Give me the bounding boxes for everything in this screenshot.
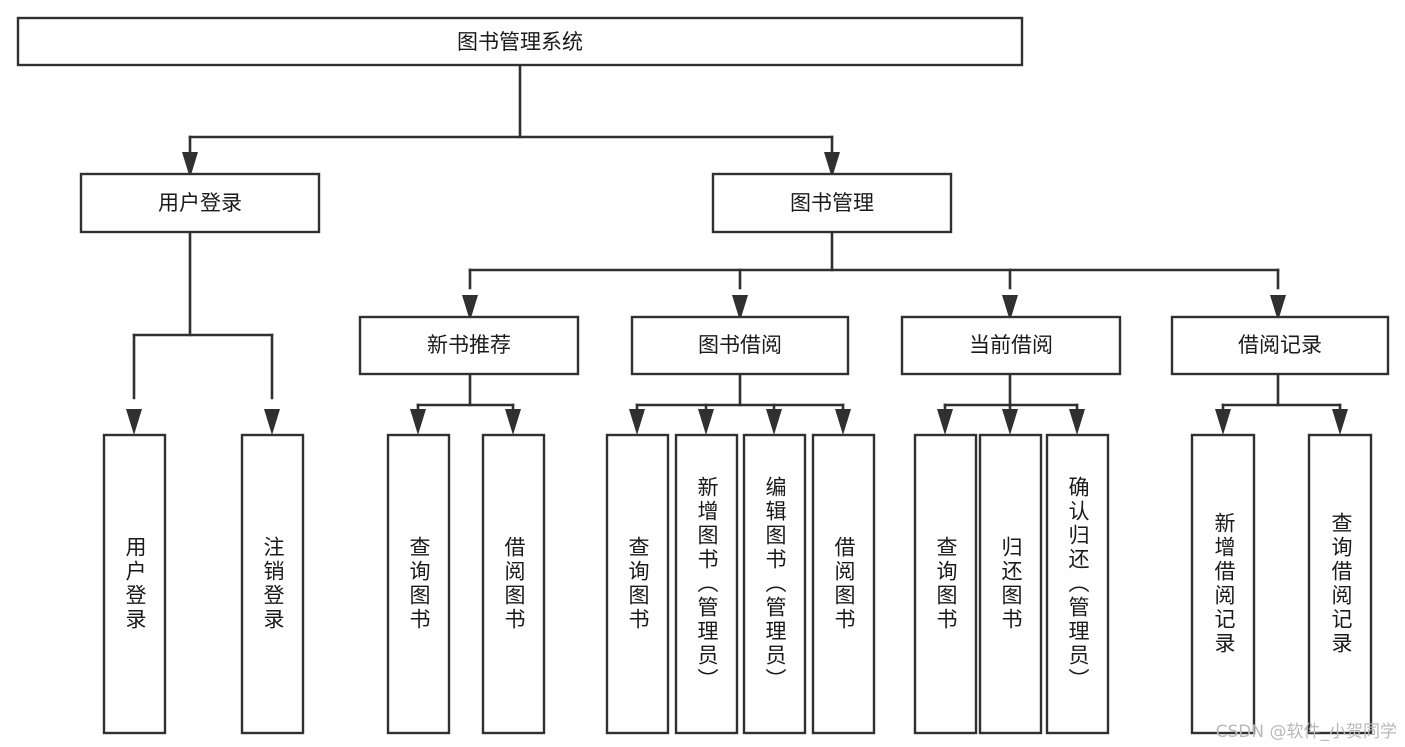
- node-leaf-query-book-3-label: 查询图书: [934, 536, 958, 632]
- node-leaf-logout-box[interactable]: [240, 433, 305, 735]
- node-current-borrow-box[interactable]: [900, 315, 1122, 376]
- node-leaf-borrow-book-1-label: 借阅图书: [502, 536, 526, 632]
- node-leaf-logout-label: 注销登录: [261, 536, 285, 632]
- node-new-book-recommend-label: 新书推荐: [427, 333, 511, 357]
- arrowhead-leaf-return-book: [1002, 409, 1018, 435]
- node-root[interactable]: 图书管理系统: [16, 16, 1024, 67]
- node-leaf-logout[interactable]: 注销登录: [240, 433, 305, 735]
- connector-layer: [126, 63, 1348, 435]
- node-leaf-confirm-return-box[interactable]: [1045, 433, 1110, 735]
- node-leaf-add-book[interactable]: 新增图书（管理员）: [674, 433, 739, 735]
- node-new-book-recommend-box[interactable]: [358, 315, 580, 376]
- node-new-book-recommend[interactable]: 新书推荐: [358, 315, 580, 376]
- node-user-login-box[interactable]: [79, 172, 321, 234]
- node-leaf-query-book-1-box[interactable]: [386, 433, 451, 735]
- node-book-management-label: 图书管理: [790, 191, 874, 215]
- arrowhead-leaf-confirm-return: [1069, 409, 1085, 435]
- node-leaf-borrow-book-2[interactable]: 借阅图书: [811, 433, 876, 735]
- node-root-box[interactable]: [16, 16, 1024, 67]
- arrowhead-leaf-add-record: [1215, 409, 1231, 435]
- node-book-borrow[interactable]: 图书借阅: [630, 315, 850, 376]
- node-leaf-query-book-1[interactable]: 查询图书: [386, 433, 451, 735]
- node-leaf-return-book[interactable]: 归还图书: [978, 433, 1043, 735]
- node-borrow-record[interactable]: 借阅记录: [1170, 315, 1390, 376]
- node-leaf-add-record[interactable]: 新增借阅记录: [1190, 433, 1256, 735]
- arrowhead-leaf-borrow-book-1: [505, 409, 521, 435]
- node-leaf-borrow-book-2-label: 借阅图书: [832, 536, 856, 632]
- node-leaf-borrow-book-1-box[interactable]: [481, 433, 546, 735]
- node-book-borrow-box[interactable]: [630, 315, 850, 376]
- node-leaf-confirm-return[interactable]: 确认归还（管理员）: [1045, 433, 1110, 735]
- node-root-label: 图书管理系统: [457, 30, 583, 54]
- arrowhead-leaf-logout: [264, 409, 280, 435]
- arrowhead-leaf-query-book-3: [937, 409, 953, 435]
- arrowhead-leaf-borrow-book-2: [835, 409, 851, 435]
- node-leaf-confirm-return-label: 确认归还（管理员）: [1066, 476, 1090, 692]
- node-leaf-query-book-2-box[interactable]: [605, 433, 670, 735]
- node-leaf-user-login-box[interactable]: [102, 433, 167, 735]
- node-leaf-query-book-2[interactable]: 查询图书: [605, 433, 670, 735]
- node-book-management-box[interactable]: [711, 172, 953, 234]
- node-leaf-query-book-2-label: 查询图书: [626, 536, 650, 632]
- node-borrow-record-label: 借阅记录: [1238, 333, 1322, 357]
- node-leaf-add-record-box[interactable]: [1190, 433, 1256, 735]
- node-leaf-query-record-label: 查询借阅记录: [1329, 512, 1353, 656]
- node-leaf-add-book-box[interactable]: [674, 433, 739, 735]
- node-leaf-query-book-1-label: 查询图书: [407, 536, 431, 632]
- node-user-login-label: 用户登录: [158, 191, 242, 215]
- node-leaf-borrow-book-1[interactable]: 借阅图书: [481, 433, 546, 735]
- node-book-management[interactable]: 图书管理: [711, 172, 953, 234]
- node-current-borrow[interactable]: 当前借阅: [900, 315, 1122, 376]
- arrowhead-leaf-query-book-1: [410, 409, 426, 435]
- node-leaf-edit-book-box[interactable]: [742, 433, 807, 735]
- node-borrow-record-box[interactable]: [1170, 315, 1390, 376]
- node-current-borrow-label: 当前借阅: [969, 333, 1053, 357]
- node-leaf-query-record-box[interactable]: [1307, 433, 1373, 735]
- node-leaf-user-login-label: 用户登录: [123, 536, 147, 632]
- node-leaf-borrow-book-2-box[interactable]: [811, 433, 876, 735]
- node-leaf-add-book-label: 新增图书（管理员）: [695, 476, 719, 692]
- arrowhead-leaf-add-book: [698, 409, 714, 435]
- node-leaf-query-book-3[interactable]: 查询图书: [913, 433, 978, 735]
- node-leaf-add-record-label: 新增借阅记录: [1212, 512, 1236, 656]
- node-leaf-query-book-3-box[interactable]: [913, 433, 978, 735]
- arrowhead-leaf-query-record: [1332, 409, 1348, 435]
- node-leaf-edit-book-label: 编辑图书（管理员）: [763, 476, 787, 692]
- node-leaf-edit-book[interactable]: 编辑图书（管理员）: [742, 433, 807, 735]
- node-book-borrow-label: 图书借阅: [698, 333, 782, 357]
- arrowhead-leaf-query-book-2: [629, 409, 645, 435]
- node-leaf-user-login[interactable]: 用户登录: [102, 433, 167, 735]
- node-leaf-return-book-label: 归还图书: [999, 536, 1023, 632]
- node-leaf-return-book-box[interactable]: [978, 433, 1043, 735]
- node-leaf-query-record[interactable]: 查询借阅记录: [1307, 433, 1373, 735]
- arrowhead-leaf-edit-book: [766, 409, 782, 435]
- node-user-login[interactable]: 用户登录: [79, 172, 321, 234]
- arrowhead-leaf-user-login: [126, 409, 142, 435]
